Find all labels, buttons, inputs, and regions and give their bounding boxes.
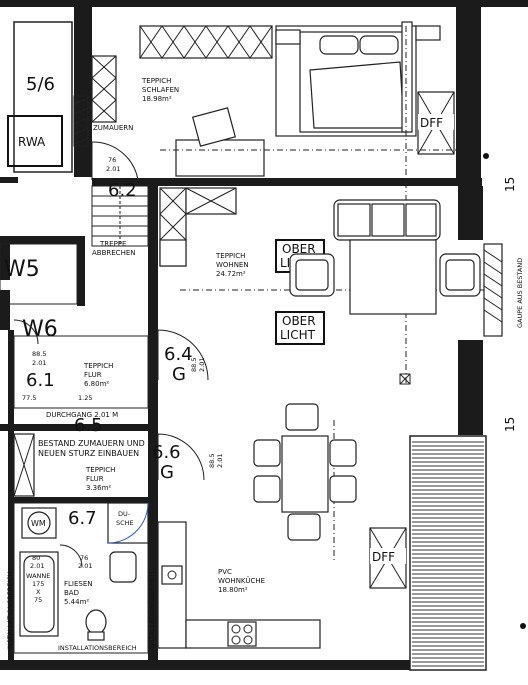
room-6-7-id: 6.7 (68, 508, 97, 529)
zumauern-note: ZUMAUERN (93, 124, 133, 132)
room-flur-6-1: 88.5 2.01 6.1 77.5 1.25 TEPPICH FLUR 6.8… (13, 329, 209, 419)
dim-201c: 2.01 (198, 358, 206, 372)
room-6-5-id: 6.5 (74, 415, 103, 436)
installationsbereich-right: INSTALLATIONSBEREICH (148, 571, 156, 650)
flur1-material: TEPPICH (83, 362, 113, 370)
oberlicht-2-line1: OBER (282, 314, 316, 328)
bad-material: FLIESEN (64, 580, 93, 588)
kueche-material: PVC (218, 568, 232, 576)
treppe-line1: TREPPE (99, 240, 126, 248)
wanne-line2: 175 (32, 580, 44, 588)
stair-6-2: 6.2 76 2.01 TREPPE ABBRECHEN (91, 141, 149, 257)
schlafen-area: 18.98m² (142, 95, 172, 103)
w6-label: W6 (22, 317, 58, 342)
dusche-line2: SCHE (116, 519, 134, 527)
dim-125: 1.25 (78, 394, 92, 402)
bad-area: 5.44m² (64, 598, 89, 606)
wm-label: WM (31, 519, 46, 528)
dim-201b: 2.01 (32, 359, 46, 367)
room-wohnen: OBER LICHT OBER LICHT GAUPE AUS BESTAND … (159, 187, 524, 345)
flur1-area: 6.80m² (84, 380, 109, 388)
dim-775: 77.5 (22, 394, 36, 402)
dim-76b: 76 (80, 554, 88, 562)
room-flur-6-5: 6.5 BESTAND ZUMAUERN UND NEUEN STURZ EIN… (13, 415, 224, 497)
dim-201a: 2.01 (106, 165, 120, 173)
wanne-line3: X (36, 588, 41, 596)
flur1-name: FLUR (84, 371, 102, 379)
room-6-2-id: 6.2 (108, 180, 137, 201)
rwa-box (7, 115, 63, 167)
hatch-strips (73, 95, 89, 147)
flur2-area: 3.36m² (86, 484, 111, 492)
flur2-material: TEPPICH (85, 466, 115, 474)
room-schlafen: TEPPICH SCHLAFEN 18.98m² ZUMAUERN DFF (91, 21, 455, 177)
unit-5-6: 5/6 RWA (7, 21, 73, 173)
unit-label: 5/6 (26, 74, 55, 95)
durchgang-label: DURCHGANG 2.01 M (46, 411, 118, 419)
w-zone: W5 W6 (0, 243, 78, 345)
wohnen-material: TEPPICH (215, 252, 245, 260)
margin-mark-2: 15 (503, 417, 517, 432)
roof-hatch (409, 435, 487, 671)
room-kueche: DFF PVC WOHNKÜCHE 18.80m² (157, 403, 407, 649)
dim-885b: 88.5 (190, 358, 198, 372)
room-6-6-g: G (160, 462, 174, 483)
bad-name: BAD (64, 589, 79, 597)
dim-885a: 88.5 (32, 350, 46, 358)
oberlicht-2 (275, 311, 325, 345)
room-6-4-id: 6.4 (164, 344, 193, 365)
gaupe-label: GAUPE AUS BESTAND (516, 258, 524, 328)
margin-mark-1: 15 (503, 177, 517, 192)
dim-201e: 2.01 (30, 562, 44, 570)
schlafen-material: TEPPICH (141, 77, 171, 85)
room-6-4-g: G (172, 364, 186, 385)
installationsbereich-left: INSTALLATIONSBEREICH (6, 571, 14, 650)
rwa-label: RWA (18, 135, 46, 149)
wanne-line4: 75 (34, 596, 42, 604)
treppe-line2: ABBRECHEN (92, 249, 136, 257)
installationsbereich-bottom: INSTALLATIONSBEREICH (58, 644, 137, 652)
flur2-name: FLUR (86, 475, 104, 483)
wanne-line1: WANNE (26, 572, 50, 580)
dim-80: 80 (32, 554, 40, 562)
room-bad: WM 6.7 DU- SCHE 80 2.01 WANNE 175 X 75 7… (6, 502, 156, 654)
dusche-line1: DU- (118, 510, 131, 518)
wohnen-area: 24.72m² (216, 270, 246, 278)
dff-label-2: DFF (372, 550, 395, 564)
dim-201d: 2.01 (216, 454, 224, 468)
dff-label-1: DFF (420, 116, 443, 130)
bestand-line1: BESTAND ZUMAUERN UND (38, 439, 145, 448)
room-6-6-id: 6.6 (152, 442, 181, 463)
dim-885c: 88.5 (208, 454, 216, 468)
dim-201f: 2.01 (78, 562, 92, 570)
margin-dot-2 (520, 623, 526, 629)
room-6-1-id: 6.1 (26, 370, 55, 391)
bestand-line2: NEUEN STURZ EINBAUEN (38, 449, 139, 458)
w5-label: W5 (4, 257, 40, 282)
oberlicht-1-line1: OBER (282, 242, 316, 256)
wohnen-name: WOHNEN (216, 261, 249, 269)
kueche-name: WOHNKÜCHE (218, 576, 265, 585)
schlafen-name: SCHLAFEN (142, 86, 179, 94)
kueche-area: 18.80m² (218, 586, 248, 594)
walls (0, 0, 528, 670)
dim-76a: 76 (108, 156, 116, 164)
oberlicht-2-line2: LICHT (280, 328, 316, 342)
margin-dot-1 (483, 153, 489, 159)
